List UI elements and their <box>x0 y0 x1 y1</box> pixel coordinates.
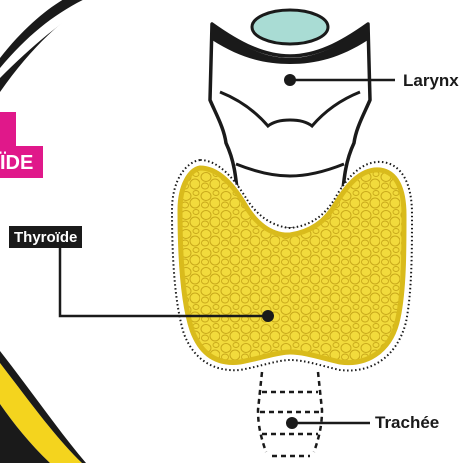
title-fragment-label: ÏDE <box>0 146 43 178</box>
title-pink-bar <box>0 112 16 148</box>
thyroid-label: Thyroïde <box>9 226 82 248</box>
larynx-label: Larynx <box>403 72 459 89</box>
trachea-label: Trachée <box>375 414 439 431</box>
trachea-rings <box>258 372 322 456</box>
